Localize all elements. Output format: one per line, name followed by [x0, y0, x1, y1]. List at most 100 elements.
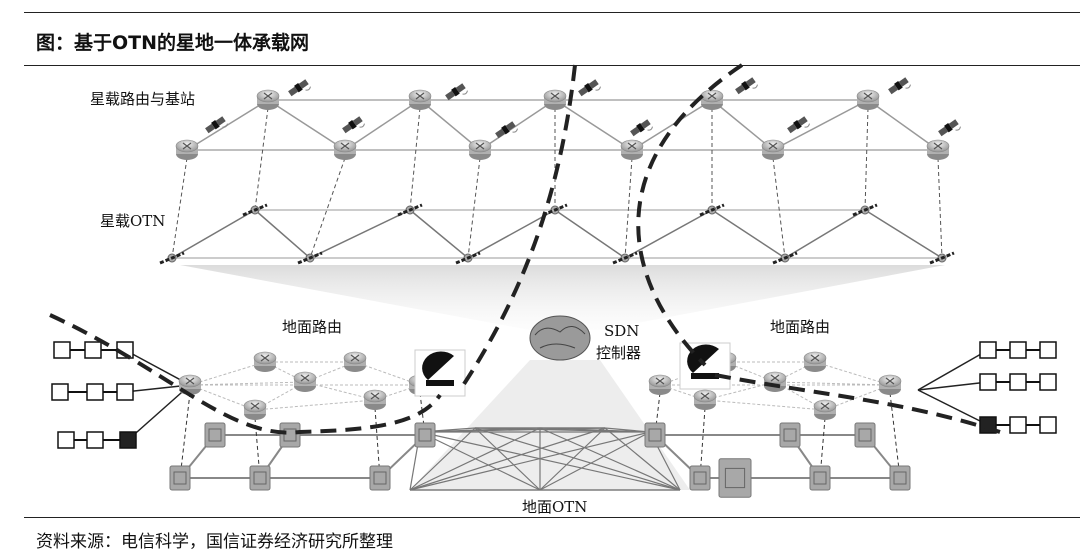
link-line [409, 107, 421, 211]
link-line [179, 392, 191, 479]
link-line [784, 209, 866, 259]
satellite-otn-node-icon [772, 251, 798, 265]
ground-link-dashed-right [714, 373, 1001, 434]
otn-device-icon [204, 422, 226, 448]
satellite-otn-node-icon [297, 251, 323, 265]
link-line [171, 209, 256, 259]
otn-device-icon [889, 465, 911, 491]
satellite-icon [578, 79, 601, 97]
ground-otn-link [539, 427, 606, 491]
link-line [409, 209, 469, 259]
ground-otn-link [409, 431, 651, 491]
router-icon [253, 351, 277, 372]
satellite-icon [888, 77, 911, 95]
link-line [254, 399, 376, 411]
link-line [309, 209, 411, 259]
pc-icon [1009, 373, 1027, 391]
satellite-otn-node-icon [242, 203, 268, 217]
router-icon [175, 139, 199, 160]
otn-device-icon [279, 422, 301, 448]
router-arrows-mark [627, 142, 637, 150]
otn-device-icon [779, 422, 801, 448]
satellite-icon [938, 119, 961, 137]
otn-device-icon [718, 458, 752, 498]
router-arrows-mark [933, 142, 943, 150]
satellite-icon [445, 83, 468, 101]
router-arrows-mark [300, 374, 310, 382]
label-ground-router-right: 地面路由 [770, 318, 830, 336]
server-icon [979, 373, 997, 391]
ground-otn-link [539, 427, 681, 491]
satellite-icon [288, 79, 311, 97]
label-satellite-otn-layer: 星载OTN [100, 212, 165, 230]
otn-device-icon [809, 465, 831, 491]
ground-otn-link [539, 431, 651, 491]
router-arrows-mark [263, 92, 273, 100]
router-icon [333, 139, 357, 160]
router-icon [693, 389, 717, 410]
house-icon [1039, 416, 1057, 434]
link-line [309, 157, 346, 259]
router-icon [363, 389, 387, 410]
label-ground-router-left: 地面路由 [282, 318, 342, 336]
link-line [631, 99, 713, 151]
satellite-icon [205, 116, 228, 134]
router-arrows-mark [350, 354, 360, 362]
ground-otn-link [539, 427, 651, 433]
router-icon [761, 139, 785, 160]
building-icon [51, 383, 69, 401]
link-line [917, 381, 989, 391]
link-line [171, 157, 188, 259]
link-line [711, 209, 786, 259]
title-rule [24, 65, 1080, 66]
router-icon [700, 89, 724, 110]
satellite-otn-node-icon [542, 203, 568, 217]
nodes-layer [51, 77, 1057, 498]
router-arrows-mark [885, 377, 895, 385]
otn-device-icon [689, 465, 711, 491]
otn-device-icon [249, 465, 271, 491]
link-line [724, 361, 776, 383]
router-icon [408, 89, 432, 110]
satellite-link-dashed-left [458, 64, 577, 392]
link-line [772, 99, 869, 151]
link-line [254, 107, 269, 211]
router-arrows-mark [810, 354, 820, 362]
link-line [127, 384, 191, 441]
router-arrows-mark [550, 92, 560, 100]
house-icon [57, 431, 75, 449]
source-note: 资料来源：电信科学，国信证券经济研究所整理 [36, 532, 393, 552]
satellite-otn-node-icon [852, 203, 878, 217]
router-arrows-mark [655, 377, 665, 385]
figure-title: 图：基于OTN的星地一体承载网 [36, 32, 310, 54]
house-icon [979, 341, 997, 359]
link-line [267, 99, 346, 151]
link-line [937, 157, 943, 259]
speaker-icon [1009, 416, 1027, 434]
router-icon [803, 351, 827, 372]
link-line [189, 361, 266, 386]
ground-otn-link [409, 427, 476, 491]
satellite-link-dashed-right [636, 63, 744, 367]
link-line [917, 349, 989, 391]
link-line [479, 99, 556, 151]
router-icon [620, 139, 644, 160]
router-arrows-mark [768, 142, 778, 150]
link-line [467, 209, 556, 259]
satellite-dish-icon [414, 349, 466, 397]
router-arrows-mark [707, 92, 717, 100]
router-arrows-mark [250, 402, 260, 410]
ground-link-dashed-left [49, 313, 442, 435]
ground-otn-link [409, 427, 606, 491]
link-line [554, 209, 626, 259]
footer-rule [24, 517, 1080, 518]
satellite-otn-node-icon [455, 251, 481, 265]
router-icon [878, 374, 902, 395]
building-icon [1039, 373, 1057, 391]
router-icon [178, 374, 202, 395]
otn-device-icon [644, 422, 666, 448]
ground-otn-link [419, 431, 541, 491]
link-line [774, 381, 891, 386]
dashed-links-layer [49, 63, 1001, 435]
